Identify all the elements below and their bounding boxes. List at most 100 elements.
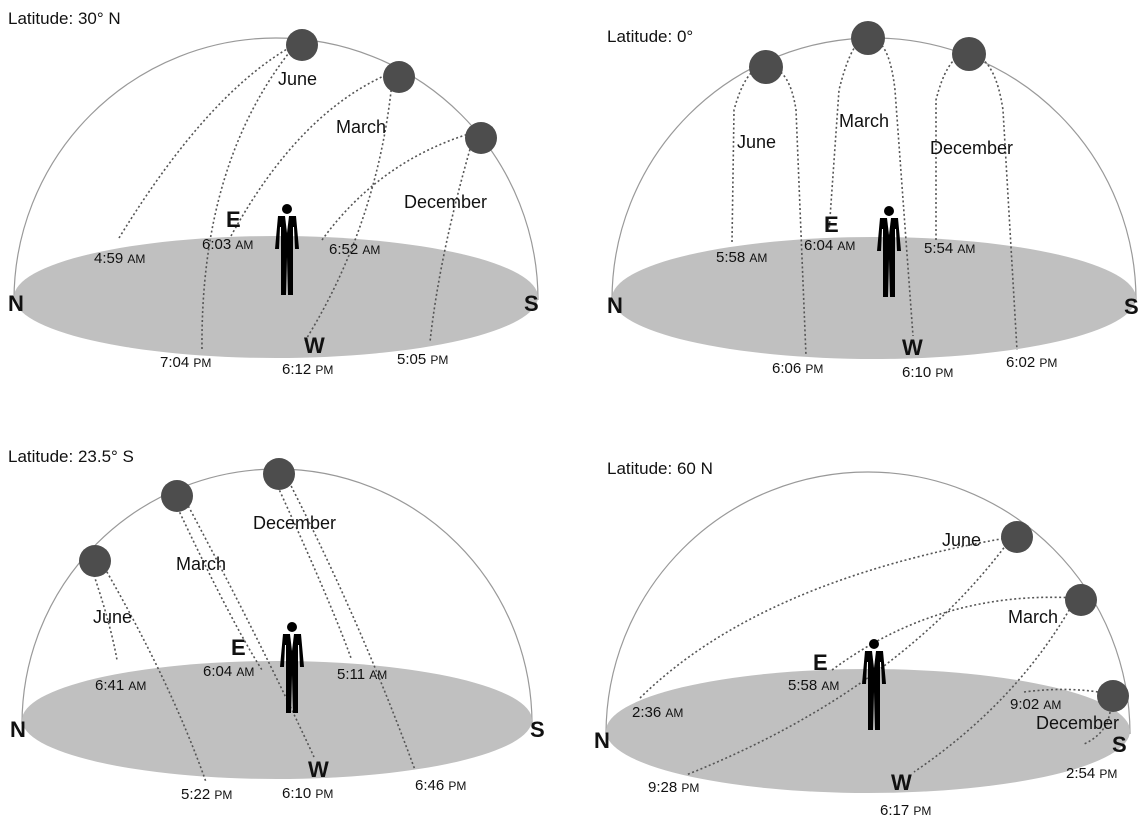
compass-north: N <box>607 293 623 318</box>
sunrise-time-december: 5:11 AM <box>337 666 387 683</box>
panel-title: Latitude: 30° N <box>8 9 121 28</box>
observer-person-icon <box>275 204 299 295</box>
sunrise-time-december: 5:54 AM <box>924 240 975 257</box>
sun-june <box>286 29 318 61</box>
sun-december <box>952 37 986 71</box>
compass-north: N <box>594 728 610 753</box>
sun-path-march-evening <box>183 497 315 758</box>
sunrise-time-march: 6:04 AM <box>804 237 855 254</box>
sunrise-time-june: 4:59 AM <box>94 250 145 267</box>
sun-june <box>749 50 783 84</box>
sun-path-march-evening <box>304 71 394 342</box>
compass-south: S <box>1112 732 1127 757</box>
month-label-june: June <box>942 530 981 550</box>
compass-south: S <box>524 291 539 316</box>
compass-east: E <box>226 207 241 232</box>
panel-title: Latitude: 0° <box>607 27 693 46</box>
month-label-december: December <box>253 513 336 533</box>
sunset-time-march: 6:17 PM <box>880 802 931 819</box>
compass-south: S <box>1124 294 1139 319</box>
panel-latitude-0: Latitude: 0° June March December N S E W… <box>607 21 1139 381</box>
sun-path-june-morning <box>731 65 763 243</box>
panel-latitude-60n: Latitude: 60 N June March December N S E… <box>594 459 1131 819</box>
sun-june <box>79 545 111 577</box>
sun-december <box>263 458 295 490</box>
sunset-time-june: 6:06 PM <box>772 360 823 377</box>
sunrise-time-june: 5:58 AM <box>716 249 767 266</box>
compass-south: S <box>530 717 545 742</box>
sunrise-time-june: 2:36 AM <box>632 704 683 721</box>
ground-plane <box>612 237 1136 359</box>
sun-march <box>161 480 193 512</box>
observer-person-icon <box>280 622 304 713</box>
sunset-time-march: 6:10 PM <box>282 785 333 802</box>
sun-path-december-morning <box>271 473 352 659</box>
sun-december <box>1097 680 1129 712</box>
sunrise-time-march: 5:58 AM <box>788 677 839 694</box>
panel-latitude-23-5s: Latitude: 23.5° S June March December N … <box>8 447 545 803</box>
panel-title: Latitude: 60 N <box>607 459 713 478</box>
sun-march <box>851 21 885 55</box>
sunrise-time-march: 6:04 AM <box>203 663 254 680</box>
sun-path-december-evening <box>284 473 416 771</box>
panel-latitude-30n: Latitude: 30° N June March December N S … <box>8 9 539 378</box>
sun-march <box>383 61 415 93</box>
sky-dome <box>605 471 1131 735</box>
sunrise-time-june: 6:41 AM <box>95 677 146 694</box>
month-label-december: December <box>930 138 1013 158</box>
sun-december <box>465 122 497 154</box>
sun-path-june-evening <box>201 43 297 352</box>
compass-east: E <box>824 212 839 237</box>
month-label-march: March <box>176 554 226 574</box>
month-label-march: March <box>1008 607 1058 627</box>
compass-west: W <box>891 770 912 795</box>
sun-march <box>1065 584 1097 616</box>
sunset-time-june: 7:04 PM <box>160 354 211 371</box>
month-label-june: June <box>93 607 132 627</box>
sun-path-june-evening <box>768 65 807 357</box>
sun-path-june-evening <box>99 559 207 783</box>
sunset-time-june: 5:22 PM <box>181 786 232 803</box>
compass-west: W <box>902 335 923 360</box>
sun-path-march-evening <box>874 39 914 337</box>
sun-path-march-morning <box>831 596 1077 671</box>
sunset-time-march: 6:12 PM <box>282 361 333 378</box>
sunset-time-december: 6:46 PM <box>415 777 466 794</box>
sunrise-time-december: 9:02 AM <box>1010 696 1061 713</box>
sun-path-june-morning <box>87 557 118 661</box>
compass-north: N <box>8 291 24 316</box>
sunset-time-december: 2:54 PM <box>1066 765 1117 782</box>
month-label-june: June <box>737 132 776 152</box>
month-label-june: June <box>278 69 317 89</box>
ground-plane <box>14 236 538 358</box>
panel-title: Latitude: 23.5° S <box>8 447 134 466</box>
compass-north: N <box>10 717 26 742</box>
sun-path-march-morning <box>230 71 394 237</box>
sunrise-time-december: 6:52 AM <box>329 241 380 258</box>
compass-east: E <box>813 650 828 675</box>
month-label-march: March <box>336 117 386 137</box>
sun-path-march-morning <box>828 39 863 233</box>
sunset-time-december: 5:05 PM <box>397 351 448 368</box>
compass-west: W <box>304 333 325 358</box>
compass-west: W <box>308 757 329 782</box>
ground-plane <box>22 661 532 779</box>
sun-path-march-evening <box>913 597 1077 773</box>
sun-path-december-morning <box>321 131 476 241</box>
sun-path-june-morning <box>639 536 1013 699</box>
month-label-december: December <box>1036 713 1119 733</box>
month-label-december: December <box>404 192 487 212</box>
sunset-time-march: 6:10 PM <box>902 364 953 381</box>
sunset-time-december: 6:02 PM <box>1006 354 1057 371</box>
sunrise-time-march: 6:03 AM <box>202 236 253 253</box>
ground-plane <box>606 669 1130 793</box>
sun-path-june-morning <box>118 43 297 239</box>
sun-path-march-morning <box>171 495 263 671</box>
sun-path-december-morning <box>935 53 964 240</box>
sky-dome <box>13 37 539 301</box>
month-label-march: March <box>839 111 889 131</box>
observer-person-icon <box>877 206 901 297</box>
observer-person-icon <box>862 639 886 730</box>
sun-june <box>1001 521 1033 553</box>
